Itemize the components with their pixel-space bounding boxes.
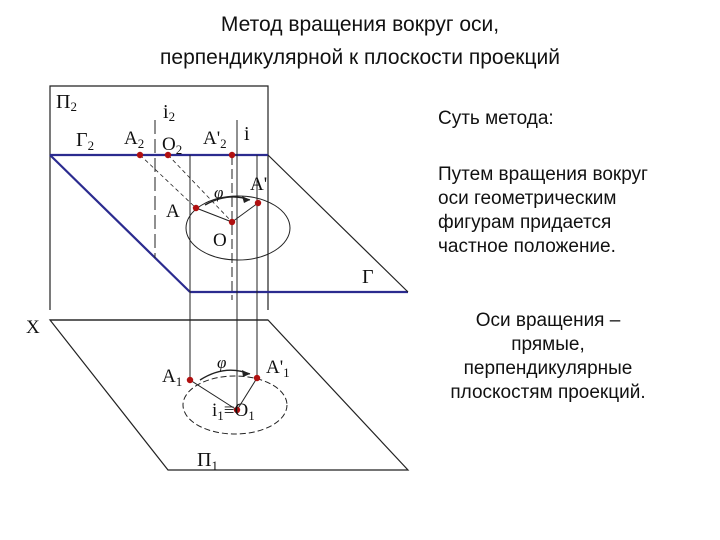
label-x-axis: Х <box>26 317 40 338</box>
arrow-bottom <box>242 370 250 377</box>
label-i1-o1: i1≡О1 <box>212 400 255 423</box>
label-a1-prime: А'1 <box>266 357 290 380</box>
label-i2: i2 <box>163 101 175 124</box>
label-pi2: П2 <box>56 91 77 114</box>
point-o2 <box>164 151 172 159</box>
axes-description-line-4: плоскостям проекций. <box>450 382 646 403</box>
gamma-right-edge <box>267 154 409 293</box>
method-description: Путем вращения вокруг оси геометрическим… <box>438 163 708 259</box>
point-o <box>228 218 236 226</box>
radius-o1a1 <box>189 379 238 411</box>
axes-description-line-1: Оси вращения – <box>475 310 621 331</box>
point-a1 <box>186 376 194 384</box>
method-description-line-3: фигурам придается <box>438 212 612 233</box>
label-pi1: П1 <box>197 449 218 473</box>
label-gamma2: Г2 <box>76 129 94 153</box>
radius-oa <box>195 207 233 223</box>
label-phi-top: φ <box>214 183 223 202</box>
link-line-o <box>167 154 233 223</box>
gamma-left-edge <box>49 154 191 293</box>
point-a-prime <box>254 199 262 207</box>
axes-description: Оси вращения – прямые, перпендикулярные … <box>428 309 668 405</box>
label-a2-prime: А'2 <box>203 128 227 151</box>
rotation-circle-top <box>185 195 291 261</box>
arrow-top <box>242 196 250 203</box>
frontal-plane-outline <box>49 85 269 310</box>
label-gamma: Г <box>362 266 374 288</box>
label-a1: А1 <box>162 366 182 389</box>
link-line-a-diag <box>139 154 197 209</box>
rotation-circle-bottom <box>182 375 288 435</box>
axes-description-line-3: перпендикулярные <box>463 358 633 379</box>
method-description-line-2: оси геометрическим <box>438 188 617 209</box>
point-a1-prime <box>253 374 261 382</box>
label-o: О <box>213 230 227 251</box>
label-a: А <box>166 201 180 222</box>
point-a2-prime <box>228 151 236 159</box>
method-description-line-4: частное положение. <box>438 236 616 257</box>
method-description-line-1: Путем вращения вокруг <box>438 164 648 185</box>
label-a-prime: А' <box>250 174 267 195</box>
axes-description-line-2: прямые, <box>511 334 585 355</box>
radius-o1a1-prime <box>236 377 258 411</box>
label-o2: О2 <box>162 134 182 157</box>
label-a2: А2 <box>124 128 144 151</box>
title-line-1: Метод вращения вокруг оси, <box>220 13 500 36</box>
point-a2 <box>136 151 144 159</box>
point-o1 <box>233 406 241 414</box>
point-a <box>192 204 200 212</box>
title-line-2: перпендикулярной к плоскости проекций <box>160 46 560 69</box>
horizontal-plane-outline <box>48 319 410 471</box>
title: Метод вращения вокруг оси, перпендикуляр… <box>40 8 680 74</box>
method-heading: Суть метода: <box>438 108 554 129</box>
radius-oa-prime <box>231 202 259 223</box>
label-phi-bottom: φ <box>217 353 226 372</box>
label-i: i <box>244 123 250 145</box>
